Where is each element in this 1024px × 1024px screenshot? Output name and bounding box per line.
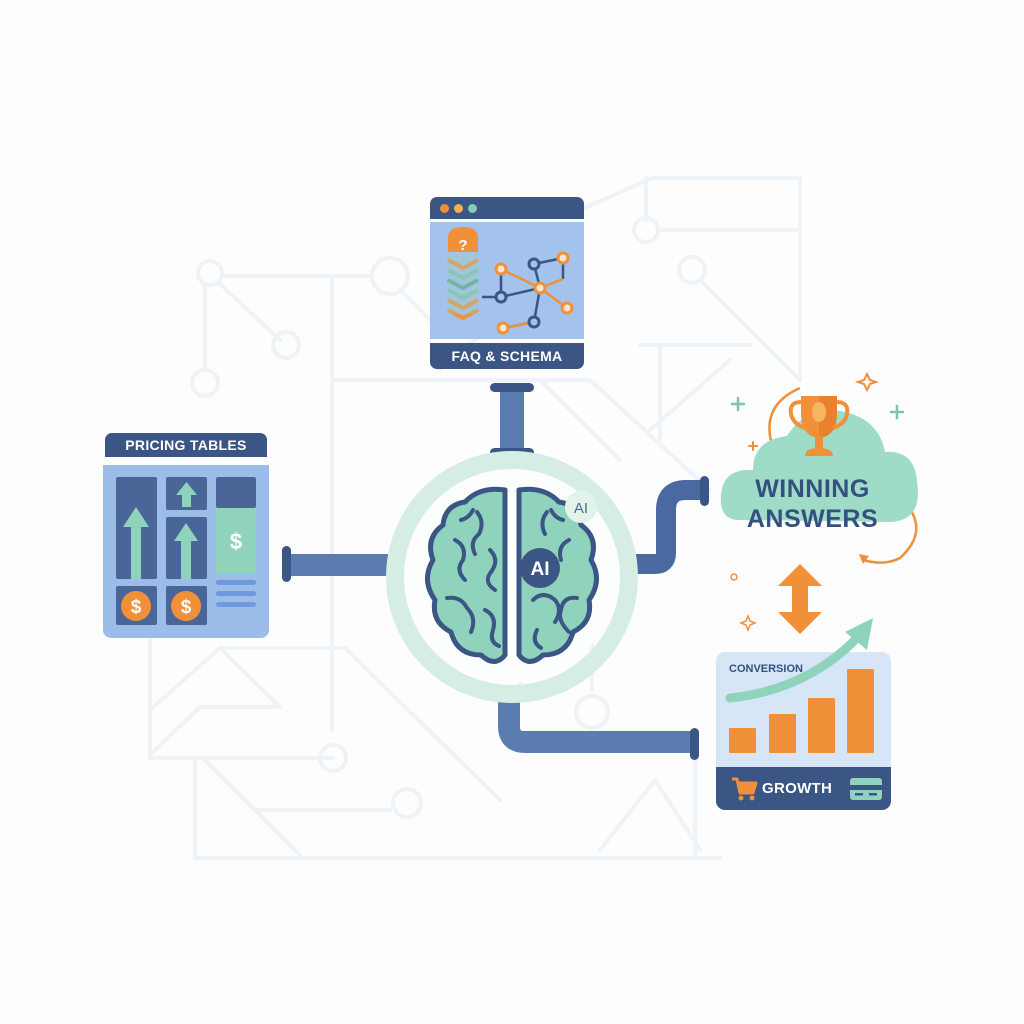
- window-dot-orange: [440, 203, 449, 213]
- conversion-title: CONVERSION: [729, 663, 803, 675]
- pricing-body: $ $ $: [103, 465, 269, 638]
- brain-icon: AI AI: [386, 451, 638, 703]
- faq-body: ?: [430, 222, 584, 339]
- faq-title: FAQ & SCHEMA: [451, 348, 563, 364]
- window-titlebar: [430, 197, 584, 219]
- trend-arrow-icon: [725, 618, 873, 703]
- svg-text:$: $: [131, 597, 142, 618]
- pricing-title-bar: PRICING TABLES: [105, 433, 267, 457]
- faq-schema-card[interactable]: ?: [430, 197, 584, 369]
- credit-card-icon: [850, 777, 883, 800]
- winning-answers-cloud[interactable]: WINNING ANSWERS: [715, 370, 935, 570]
- svg-text:$: $: [181, 597, 192, 618]
- winning-title-line1: WINNING: [755, 475, 870, 503]
- trophy-icon: [788, 396, 850, 456]
- sparkle-icon: [730, 396, 905, 420]
- ai-brain-hub: AI AI AI: [385, 450, 639, 704]
- network-graph-icon: [482, 251, 574, 335]
- svg-text:$: $: [230, 529, 242, 554]
- cart-icon: [732, 777, 758, 800]
- dollar-coin-icon: $ $: [121, 591, 201, 621]
- double-arrow-icon: [778, 564, 822, 634]
- growth-footer: GROWTH: [716, 767, 891, 810]
- up-arrow-icon: [123, 507, 149, 579]
- question-stack-icon: ?: [447, 227, 479, 320]
- winning-title-line2: ANSWERS: [746, 505, 879, 533]
- faq-title-bar: FAQ & SCHEMA: [430, 343, 584, 369]
- conversion-chart-area: CONVERSION: [716, 652, 891, 767]
- pricing-title: PRICING TABLES: [125, 437, 247, 453]
- growth-label: GROWTH: [762, 780, 833, 797]
- pipe-top: [490, 383, 534, 457]
- window-dot-green: [468, 203, 477, 213]
- svg-text:?: ?: [458, 237, 467, 254]
- decor-sparkles: [730, 573, 758, 633]
- pricing-tables-card[interactable]: PRICING TABLES $: [103, 433, 269, 638]
- window-dot-yellow: [454, 203, 463, 213]
- winning-title: WINNING ANSWERS: [715, 474, 910, 534]
- svg-text:AI: AI: [531, 559, 550, 580]
- conversion-growth-card[interactable]: CONVERSION GROWTH: [716, 652, 891, 810]
- svg-text:AI: AI: [574, 500, 588, 517]
